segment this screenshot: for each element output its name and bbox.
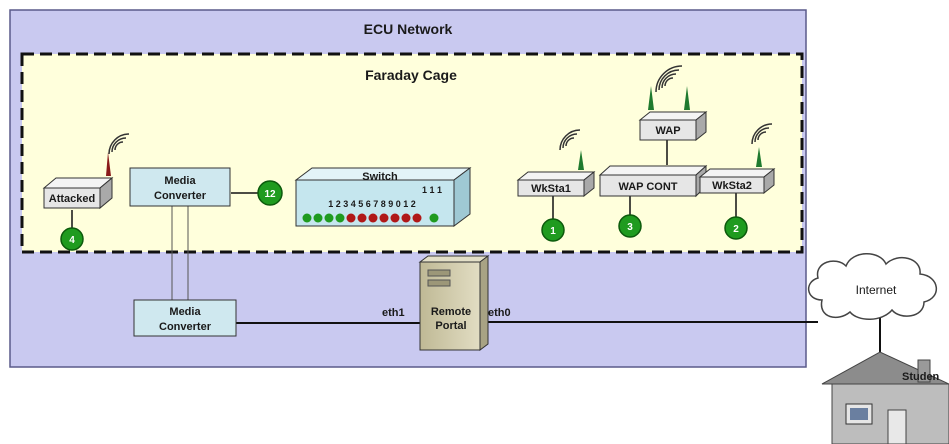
remote-portal-label-2: Portal: [435, 320, 466, 332]
port-led-1: [302, 213, 312, 223]
attacked-box-front: [43, 187, 101, 209]
remote-portal-label-1: Remote: [431, 306, 471, 318]
wap-box-top: [638, 111, 708, 121]
wap-cont-box-front: [599, 174, 697, 197]
ecu-network-title: ECU Network: [364, 21, 453, 37]
node-4[interactable]: 4: [60, 227, 84, 251]
node-12[interactable]: 12: [257, 180, 283, 206]
wap-antenna-left: [648, 86, 654, 110]
wksta2-label: WkSta2: [712, 180, 752, 192]
node-3-label: 3: [627, 222, 633, 233]
wifi-signal-icon: [655, 65, 683, 93]
node-2[interactable]: 2: [724, 216, 748, 240]
switch-device[interactable]: Switch 1 1 1 1 2 3 4 5 6 7 8 9 0 1 2: [294, 167, 472, 227]
node-4-circle: [60, 227, 84, 251]
wap-cont-label: WAP CONT: [618, 181, 677, 193]
media-converter-top-label-2: Converter: [154, 190, 207, 202]
remote-portal-front: [419, 261, 481, 351]
switch-port-numbers: 1 2 3 4 5 6 7 8 9 0 1 2: [328, 199, 416, 209]
switch-label: Switch: [362, 171, 398, 183]
connection-lines: [71, 140, 881, 352]
remote-portal-drive-bay-2: [427, 279, 451, 287]
student-house[interactable]: Studen: [821, 351, 949, 444]
student-label: Studen: [902, 371, 940, 383]
port-led-9: [390, 213, 400, 223]
wksta2-antenna: [756, 147, 762, 167]
port-led-10: [401, 213, 411, 223]
remote-portal-drive-bay: [427, 269, 451, 277]
media-converter-bottom-box: [133, 299, 237, 337]
node-12-circle: [257, 180, 283, 206]
media-converter-bottom-label-2: Converter: [159, 321, 212, 333]
node-12-label: 12: [264, 189, 276, 200]
wksta2-box-front: [699, 176, 765, 194]
wap-cont-device[interactable]: WAP CONT: [598, 164, 708, 198]
media-converter-bottom-label-1: Media: [169, 306, 201, 318]
port-led-4: [335, 213, 345, 223]
remote-portal-server[interactable]: Remote Portal: [418, 255, 490, 351]
port-led-8: [379, 213, 389, 223]
wksta1-device[interactable]: WkSta1: [516, 129, 596, 198]
port-led-3: [324, 213, 334, 223]
computer-screen: [850, 408, 868, 420]
node-4-label: 4: [69, 235, 75, 246]
port-led-6: [357, 213, 367, 223]
attacked-label: Attacked: [49, 193, 95, 205]
port-led-12: [429, 213, 439, 223]
eth1-label: eth1: [382, 307, 405, 319]
wksta1-box-front: [517, 179, 585, 197]
attacked-antenna: [106, 152, 111, 176]
node-3[interactable]: 3: [618, 214, 642, 238]
port-led-11: [412, 213, 422, 223]
media-converter-bottom[interactable]: Media Converter: [133, 299, 237, 337]
port-led-7: [368, 213, 378, 223]
node-2-label: 2: [733, 224, 739, 235]
wap-box-front: [639, 119, 697, 141]
node-3-circle: [618, 214, 642, 238]
switch-port-numbers-top: 1 1 1: [422, 185, 442, 195]
switch-port-leds: [302, 213, 439, 223]
node-2-circle: [724, 216, 748, 240]
internet-label: Internet: [856, 283, 897, 297]
wap-cont-box-top: [598, 165, 708, 176]
wksta1-box-top: [516, 171, 596, 181]
wap-antenna-right: [684, 86, 690, 110]
wksta1-label: WkSta1: [531, 183, 571, 195]
wifi-signal-icon: [108, 133, 130, 155]
port-led-2: [313, 213, 323, 223]
faraday-cage-title: Faraday Cage: [365, 67, 457, 83]
wifi-signal-icon: [751, 123, 773, 145]
wksta2-box-top: [698, 168, 776, 178]
eth0-label: eth0: [488, 307, 511, 319]
node-1-label: 1: [550, 226, 556, 237]
house-chimney: [917, 359, 931, 383]
remote-portal-top: [418, 255, 490, 263]
wksta1-antenna: [578, 150, 584, 170]
wap-device[interactable]: WAP: [638, 65, 708, 142]
node-1[interactable]: 1: [541, 218, 565, 242]
media-converter-top[interactable]: Media Converter: [129, 167, 231, 207]
internet-cloud[interactable]: Internet: [808, 253, 937, 320]
wksta2-device[interactable]: WkSta2: [698, 123, 776, 195]
cloud-icon: [808, 253, 937, 320]
remote-portal-side: [479, 255, 489, 351]
media-converter-top-box: [129, 167, 231, 207]
node-1-circle: [541, 218, 565, 242]
wap-label: WAP: [655, 125, 680, 137]
house-door: [887, 409, 907, 444]
media-converter-top-label-1: Media: [164, 175, 196, 187]
port-led-5: [346, 213, 356, 223]
wifi-signal-icon: [559, 129, 581, 151]
attacked-device[interactable]: Attacked: [42, 133, 130, 210]
